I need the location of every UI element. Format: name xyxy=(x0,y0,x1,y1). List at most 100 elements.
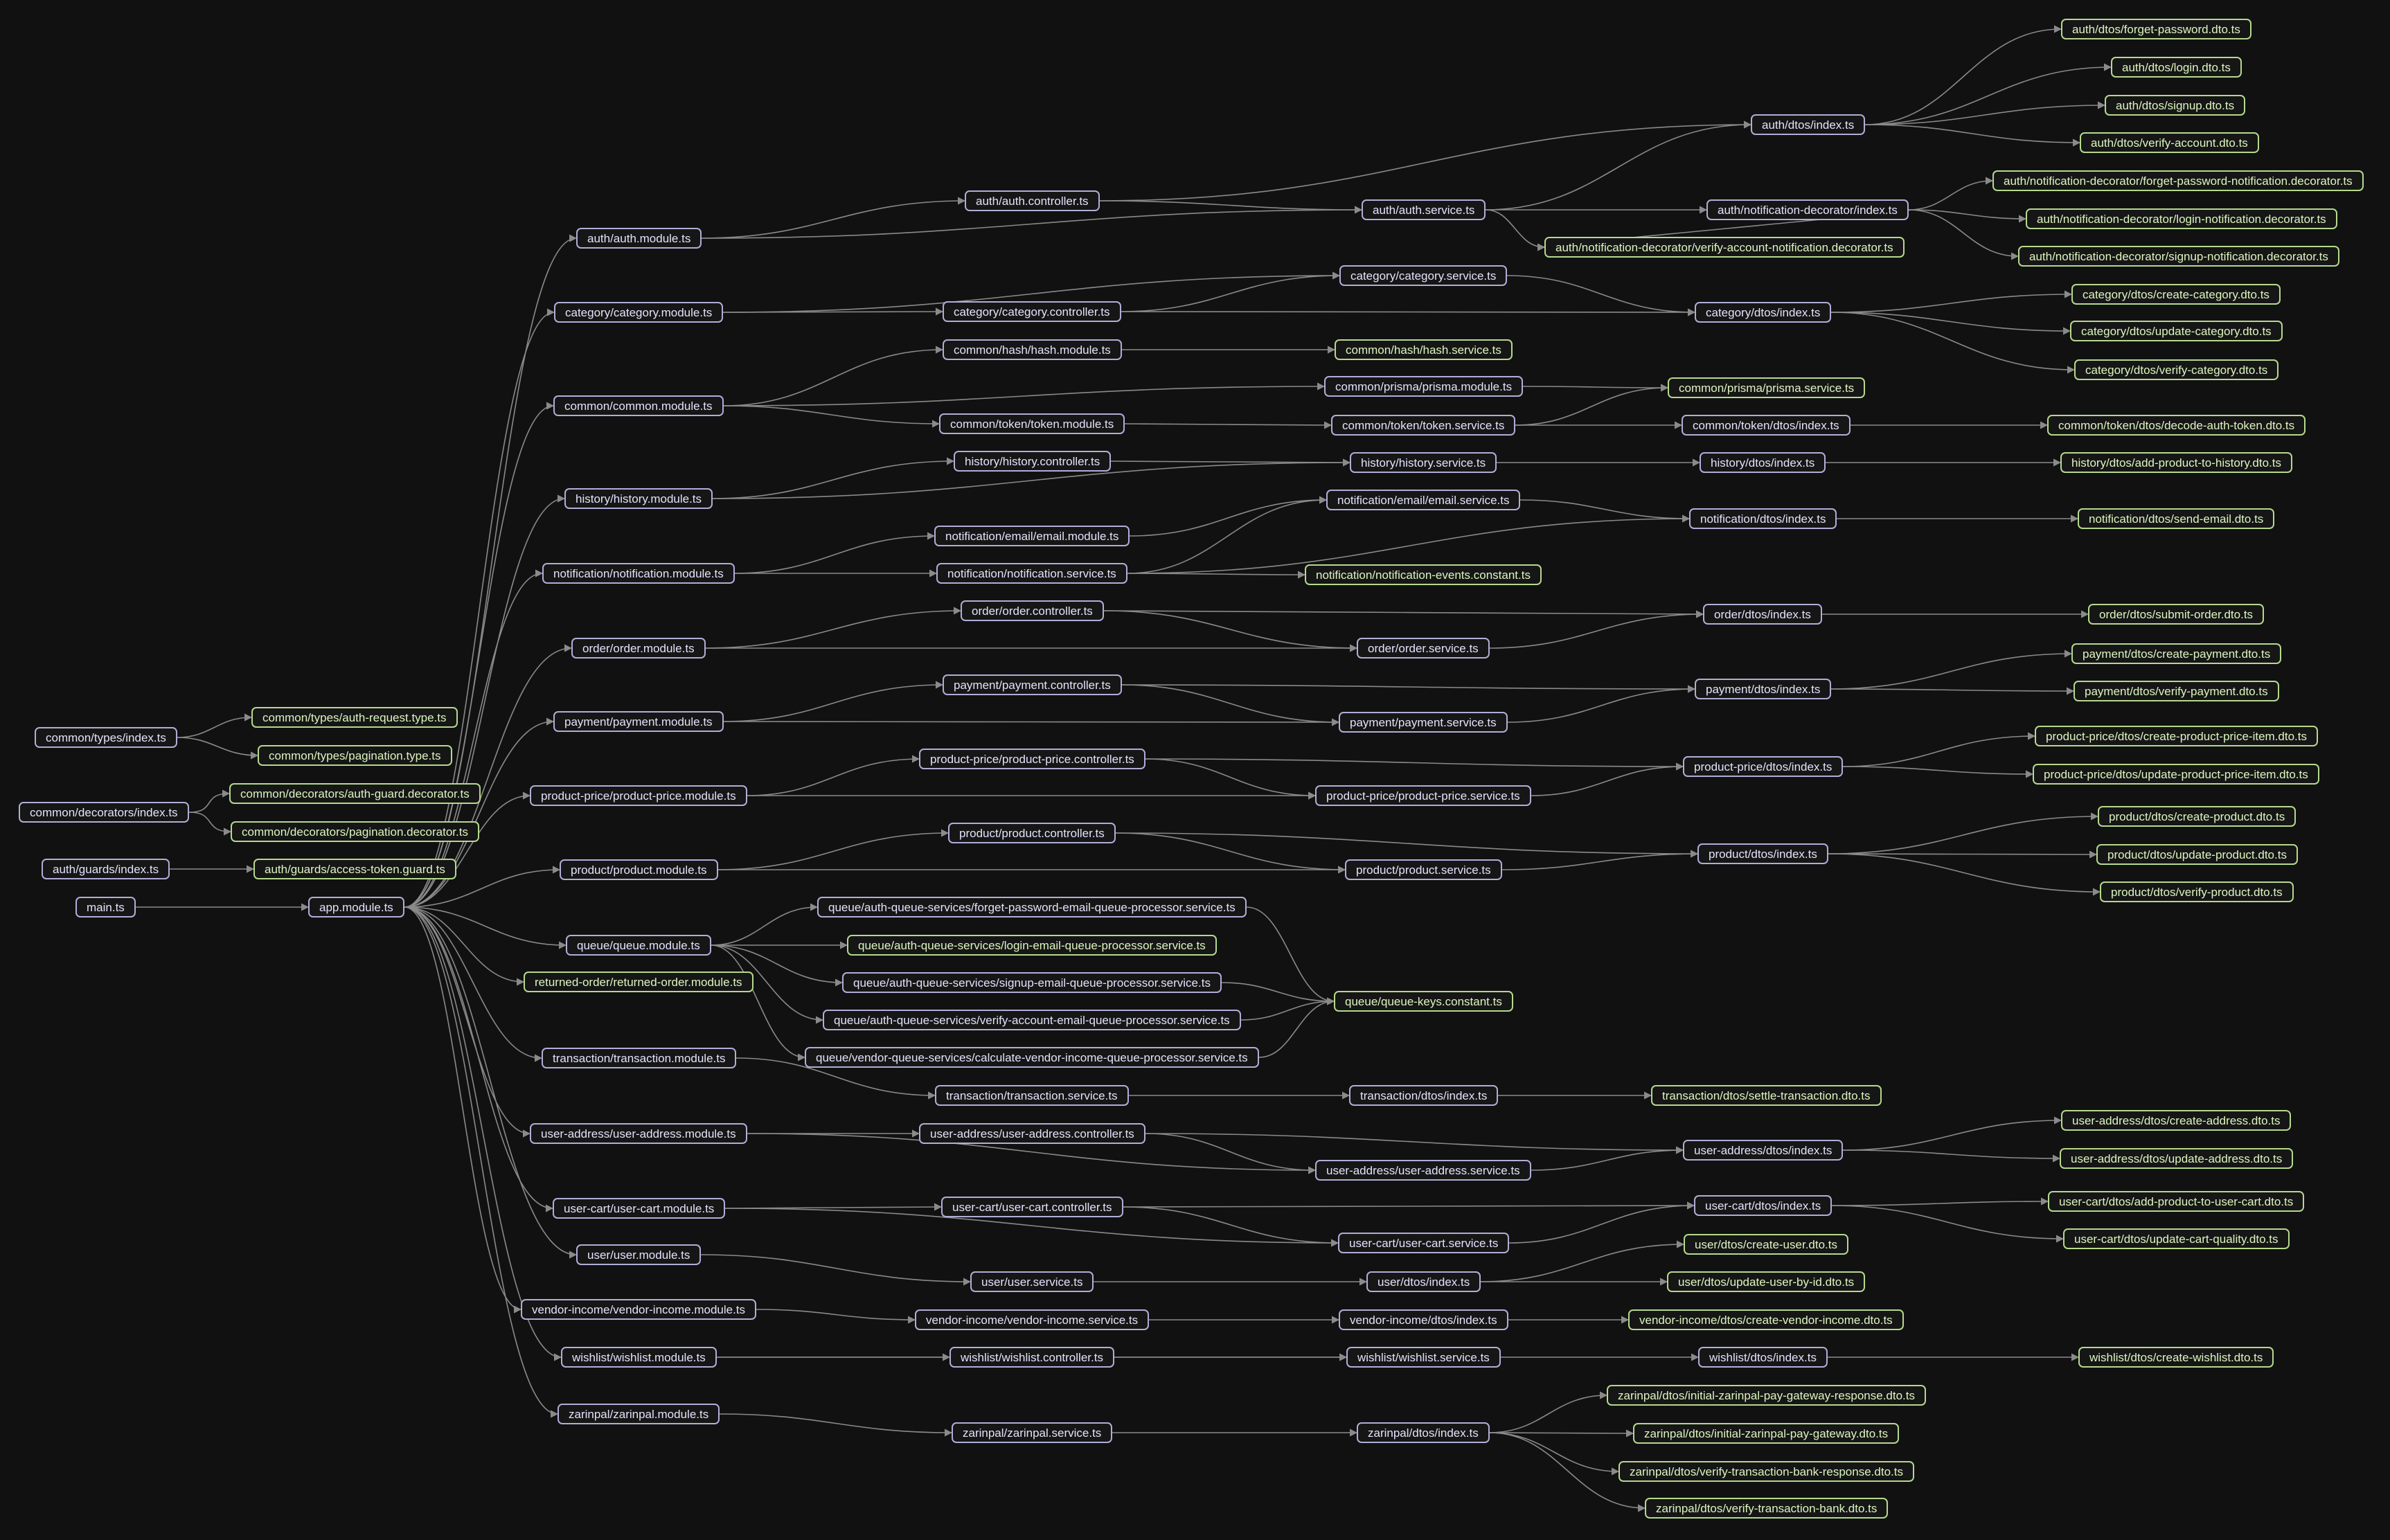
node-hash-mod[interactable]: common/hash/hash.module.ts xyxy=(943,339,1122,360)
node-user-dto-create[interactable]: user/dtos/create-user.dto.ts xyxy=(1684,1234,1848,1255)
node-auth-dto-fp[interactable]: auth/dtos/forget-password.dto.ts xyxy=(2061,19,2251,39)
node-hist-dto-add[interactable]: history/dtos/add-product-to-history.dto.… xyxy=(2060,452,2292,473)
node-wl-dtos[interactable]: wishlist/dtos/index.ts xyxy=(1698,1347,1828,1368)
node-queue-mod[interactable]: queue/queue.module.ts xyxy=(566,935,711,956)
node-token-mod[interactable]: common/token/token.module.ts xyxy=(939,413,1125,434)
node-prod-mod[interactable]: product/product.module.ts xyxy=(560,859,718,880)
node-uc-mod[interactable]: user-cart/user-cart.module.ts xyxy=(553,1198,726,1219)
node-ua-dtos[interactable]: user-address/dtos/index.ts xyxy=(1683,1140,1844,1161)
node-tx-mod[interactable]: transaction/transaction.module.ts xyxy=(542,1048,737,1068)
node-order-mod[interactable]: order/order.module.ts xyxy=(571,638,706,659)
node-zp-mod[interactable]: zarinpal/zarinpal.module.ts xyxy=(558,1404,720,1424)
node-auth-nd-fp[interactable]: auth/notification-decorator/forget-passw… xyxy=(1992,170,2364,191)
node-q-fp[interactable]: queue/auth-queue-services/forget-passwor… xyxy=(817,897,1247,917)
node-auth-nd-login[interactable]: auth/notification-decorator/login-notifi… xyxy=(2026,208,2337,229)
node-ua-dto-update[interactable]: user-address/dtos/update-address.dto.ts xyxy=(2060,1148,2294,1169)
node-order-ctrl[interactable]: order/order.controller.ts xyxy=(961,600,1104,621)
node-pay-dto-create[interactable]: payment/dtos/create-payment.dto.ts xyxy=(2071,643,2282,664)
node-notif-events[interactable]: notification/notification-events.constan… xyxy=(1305,564,1542,585)
node-uc-dto-update[interactable]: user-cart/dtos/update-cart-quality.dto.t… xyxy=(2063,1228,2290,1249)
node-types-authreq[interactable]: common/types/auth-request.type.ts xyxy=(251,707,458,728)
node-hist-mod[interactable]: history/history.module.ts xyxy=(564,488,713,509)
node-cat-dtos[interactable]: category/dtos/index.ts xyxy=(1695,302,1832,323)
node-guards-at[interactable]: auth/guards/access-token.guard.ts xyxy=(253,859,456,879)
node-auth-nd-va[interactable]: auth/notification-decorator/verify-accou… xyxy=(1544,237,1905,258)
node-user-mod[interactable]: user/user.module.ts xyxy=(576,1244,702,1265)
node-cat-ctrl[interactable]: category/category.controller.ts xyxy=(943,301,1121,322)
node-cat-dto-update[interactable]: category/dtos/update-category.dto.ts xyxy=(2070,321,2283,341)
node-q-va[interactable]: queue/auth-queue-services/verify-account… xyxy=(823,1010,1241,1030)
node-hist-svc[interactable]: history/history.service.ts xyxy=(1350,452,1497,473)
node-hist-ctrl[interactable]: history/history.controller.ts xyxy=(954,451,1112,472)
node-vi-dtos[interactable]: vendor-income/dtos/index.ts xyxy=(1339,1309,1508,1330)
node-pp-svc[interactable]: product-price/product-price.service.ts xyxy=(1315,785,1531,806)
node-token-svc[interactable]: common/token/token.service.ts xyxy=(1331,415,1516,436)
node-prod-dto-verify[interactable]: product/dtos/verify-product.dto.ts xyxy=(2100,881,2294,902)
node-auth-nd-signup[interactable]: auth/notification-decorator/signup-notif… xyxy=(2018,246,2339,267)
node-wl-svc[interactable]: wishlist/wishlist.service.ts xyxy=(1346,1347,1501,1368)
node-hash-svc[interactable]: common/hash/hash.service.ts xyxy=(1335,339,1513,360)
node-order-dtos[interactable]: order/dtos/index.ts xyxy=(1703,604,1822,625)
node-guards-idx[interactable]: auth/guards/index.ts xyxy=(42,859,170,879)
node-prod-ctrl[interactable]: product/product.controller.ts xyxy=(948,823,1116,843)
node-token-dtos[interactable]: common/token/dtos/index.ts xyxy=(1682,415,1851,436)
node-ua-svc[interactable]: user-address/user-address.service.ts xyxy=(1315,1160,1531,1181)
node-app[interactable]: app.module.ts xyxy=(308,897,404,917)
node-zp-dto-init[interactable]: zarinpal/dtos/initial-zarinpal-pay-gatew… xyxy=(1633,1423,1900,1444)
node-order-dto-submit[interactable]: order/dtos/submit-order.dto.ts xyxy=(2088,604,2265,625)
node-main[interactable]: main.ts xyxy=(75,897,136,917)
node-user-dto-update[interactable]: user/dtos/update-user-by-id.dto.ts xyxy=(1667,1271,1866,1292)
node-pay-dtos[interactable]: payment/dtos/index.ts xyxy=(1695,679,1832,699)
node-pp-dto-update[interactable]: product-price/dtos/update-product-price-… xyxy=(2033,764,2319,785)
node-zp-dto-init-resp[interactable]: zarinpal/dtos/initial-zarinpal-pay-gatew… xyxy=(1607,1385,1926,1406)
node-cat-dto-verify[interactable]: category/dtos/verify-category.dto.ts xyxy=(2074,359,2279,380)
node-notif-dtos[interactable]: notification/dtos/index.ts xyxy=(1689,508,1837,529)
node-prod-dtos[interactable]: product/dtos/index.ts xyxy=(1697,843,1828,864)
node-prod-dto-update[interactable]: product/dtos/update-product.dto.ts xyxy=(2096,844,2298,865)
node-notif-dto-send[interactable]: notification/dtos/send-email.dto.ts xyxy=(2078,508,2275,529)
node-types-pag[interactable]: common/types/pagination.type.ts xyxy=(258,745,452,766)
node-tx-svc[interactable]: transaction/transaction.service.ts xyxy=(935,1085,1129,1106)
node-auth-ctrl[interactable]: auth/auth.controller.ts xyxy=(965,190,1100,211)
node-auth-dto-login[interactable]: auth/dtos/login.dto.ts xyxy=(2111,57,2242,78)
node-vi-dto-create[interactable]: vendor-income/dtos/create-vendor-income.… xyxy=(1628,1309,1904,1330)
node-zp-dtos[interactable]: zarinpal/dtos/index.ts xyxy=(1357,1422,1490,1443)
node-auth-svc[interactable]: auth/auth.service.ts xyxy=(1362,199,1486,220)
node-auth-dtos[interactable]: auth/dtos/index.ts xyxy=(1751,114,1866,135)
node-q-login[interactable]: queue/auth-queue-services/login-email-qu… xyxy=(847,935,1217,956)
node-q-keys[interactable]: queue/queue-keys.constant.ts xyxy=(1334,991,1513,1012)
node-zp-dto-vtbr[interactable]: zarinpal/dtos/verify-transaction-bank-re… xyxy=(1618,1461,1914,1482)
node-q-vendor[interactable]: queue/vendor-queue-services/calculate-ve… xyxy=(805,1047,1259,1068)
node-zp-svc[interactable]: zarinpal/zarinpal.service.ts xyxy=(952,1422,1113,1443)
node-prod-svc[interactable]: product/product.service.ts xyxy=(1345,859,1502,880)
node-uc-dtos[interactable]: user-cart/dtos/index.ts xyxy=(1694,1195,1832,1216)
node-q-signup[interactable]: queue/auth-queue-services/signup-email-q… xyxy=(842,972,1222,993)
node-hist-dtos[interactable]: history/dtos/index.ts xyxy=(1700,452,1826,473)
node-vi-svc[interactable]: vendor-income/vendor-income.service.ts xyxy=(915,1309,1150,1330)
node-uc-dto-add[interactable]: user-cart/dtos/add-product-to-user-cart.… xyxy=(2048,1191,2305,1212)
node-zp-dto-vtb[interactable]: zarinpal/dtos/verify-transaction-bank.dt… xyxy=(1645,1498,1889,1519)
node-notif-svc[interactable]: notification/notification.service.ts xyxy=(936,563,1127,584)
node-cat-svc[interactable]: category/category.service.ts xyxy=(1339,265,1508,286)
node-notif-mod[interactable]: notification/notification.module.ts xyxy=(542,563,735,584)
node-prod-dto-create[interactable]: product/dtos/create-product.dto.ts xyxy=(2098,806,2297,827)
node-pay-svc[interactable]: payment/payment.service.ts xyxy=(1339,712,1508,733)
node-order-svc[interactable]: order/order.service.ts xyxy=(1357,638,1490,659)
node-uc-ctrl[interactable]: user-cart/user-cart.controller.ts xyxy=(941,1197,1123,1217)
node-ua-ctrl[interactable]: user-address/user-address.controller.ts xyxy=(919,1123,1145,1144)
node-email-svc[interactable]: notification/email/email.service.ts xyxy=(1326,490,1521,510)
node-user-dtos[interactable]: user/dtos/index.ts xyxy=(1366,1271,1481,1292)
node-auth-dto-verify[interactable]: auth/dtos/verify-account.dto.ts xyxy=(2080,132,2259,153)
node-common-mod[interactable]: common/common.module.ts xyxy=(553,395,724,416)
node-auth-dto-signup[interactable]: auth/dtos/signup.dto.ts xyxy=(2105,95,2246,116)
node-user-svc[interactable]: user/user.service.ts xyxy=(970,1271,1094,1292)
node-types-idx[interactable]: common/types/index.ts xyxy=(35,727,177,748)
node-tx-dtos[interactable]: transaction/dtos/index.ts xyxy=(1349,1085,1499,1106)
node-pp-dtos[interactable]: product-price/dtos/index.ts xyxy=(1683,756,1844,777)
node-ret-mod[interactable]: returned-order/returned-order.module.ts xyxy=(524,972,753,992)
node-token-dto-decode[interactable]: common/token/dtos/decode-auth-token.dto.… xyxy=(2047,415,2306,436)
node-pp-ctrl[interactable]: product-price/product-price.controller.t… xyxy=(919,749,1145,769)
node-uc-svc[interactable]: user-cart/user-cart.service.ts xyxy=(1338,1233,1510,1253)
node-dec-idx[interactable]: common/decorators/index.ts xyxy=(19,802,189,823)
node-pay-ctrl[interactable]: payment/payment.controller.ts xyxy=(943,674,1122,695)
